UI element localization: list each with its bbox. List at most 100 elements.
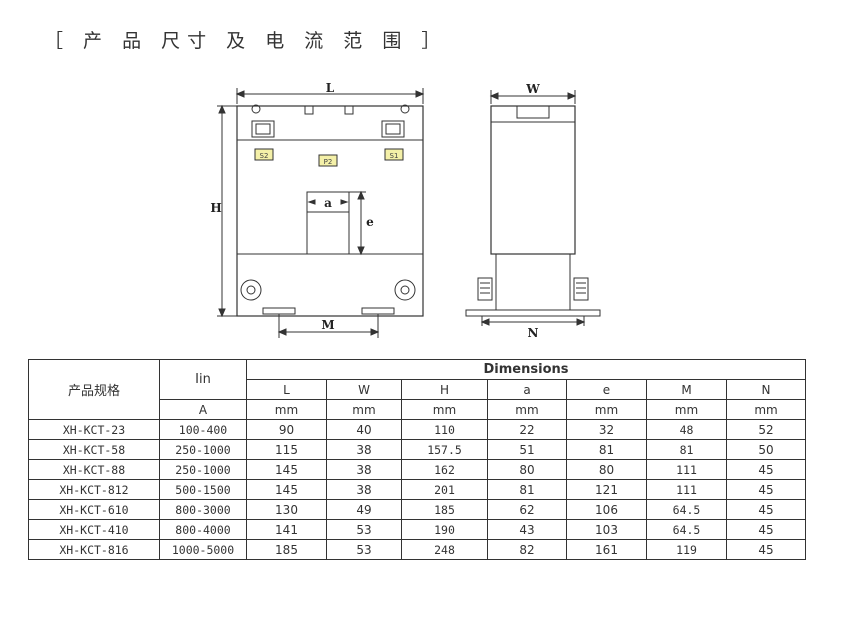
- cell-current: 250-1000: [159, 459, 247, 480]
- unit-e: mm: [566, 399, 647, 420]
- cell-a: 80: [487, 459, 567, 480]
- cell-a: 81: [487, 479, 567, 500]
- unit-n: mm: [725, 399, 807, 420]
- w-label: W: [525, 82, 540, 96]
- cell-h: 248: [401, 539, 488, 560]
- cell-n: 45: [725, 519, 807, 540]
- cell-current: 500-1500: [159, 479, 247, 500]
- spec-table: 产品规格 Iin Dimensions L W H a e M N A mm m…: [28, 359, 807, 560]
- cell-n: 52: [725, 419, 807, 440]
- cell-l: 130: [246, 499, 327, 520]
- l-label: L: [326, 81, 335, 95]
- window-aperture: [306, 191, 350, 255]
- cell-l: 145: [246, 459, 327, 480]
- n-label: N: [528, 326, 539, 340]
- tag-s1: S1: [390, 152, 399, 160]
- cell-w: 49: [326, 499, 402, 520]
- unit-l: mm: [246, 399, 327, 420]
- cell-h: 162: [401, 459, 488, 480]
- cell-a: 22: [487, 419, 567, 440]
- cell-h: 110: [401, 419, 488, 440]
- col-header-h: H: [401, 379, 488, 400]
- cell-n: 45: [725, 479, 807, 500]
- cell-m: 64.5: [646, 499, 727, 520]
- col-header-m: M: [646, 379, 727, 400]
- cell-e: 103: [566, 519, 647, 540]
- cell-current: 100-400: [159, 419, 247, 440]
- iin-header: Iin: [159, 359, 247, 400]
- front-body: [236, 105, 424, 317]
- cell-n: 45: [725, 499, 807, 520]
- cell-a: 62: [487, 499, 567, 520]
- cell-h: 201: [401, 479, 488, 500]
- cell-l: 90: [246, 419, 327, 440]
- cell-w: 40: [326, 419, 402, 440]
- cell-h: 190: [401, 519, 488, 540]
- cell-model: XH-KCT-812: [28, 479, 160, 500]
- cell-a: 43: [487, 519, 567, 540]
- unit-h: mm: [401, 399, 488, 420]
- cell-current: 1000-5000: [159, 539, 247, 560]
- tag-p2: P2: [324, 158, 333, 166]
- cell-a: 51: [487, 439, 567, 460]
- cell-e: 32: [566, 419, 647, 440]
- front-view: [217, 88, 425, 338]
- cell-model: XH-KCT-610: [28, 499, 160, 520]
- e-label: e: [366, 215, 374, 229]
- unit-m: mm: [646, 399, 727, 420]
- header-row-1: 产品规格 Iin Dimensions: [28, 359, 807, 420]
- cell-e: 121: [566, 479, 647, 500]
- cell-e: 80: [566, 459, 647, 480]
- col-header-a: a: [487, 379, 567, 400]
- cell-model: XH-KCT-88: [28, 459, 160, 480]
- cell-current: 800-3000: [159, 499, 247, 520]
- iin-unit: A: [159, 399, 247, 420]
- side-body: [490, 105, 576, 255]
- cell-w: 38: [326, 459, 402, 480]
- cell-model: XH-KCT-816: [28, 539, 160, 560]
- unit-a: mm: [487, 399, 567, 420]
- cell-current: 800-4000: [159, 519, 247, 540]
- page-title: ［ 产 品 尺寸 及 电 流 范 围 ］: [44, 30, 448, 52]
- cell-current: 250-1000: [159, 439, 247, 460]
- cell-w: 53: [326, 539, 402, 560]
- dimensions-header: Dimensions: [245, 359, 807, 380]
- cell-w: 53: [326, 519, 402, 540]
- col-header-l: L: [246, 379, 327, 400]
- cell-h: 185: [401, 499, 488, 520]
- cell-m: 119: [646, 539, 727, 560]
- cell-m: 111: [646, 459, 727, 480]
- col-header-w: W: [326, 379, 402, 400]
- cell-n: 45: [725, 459, 807, 480]
- cell-m: 81: [646, 439, 727, 460]
- cell-m: 48: [646, 419, 727, 440]
- cell-l: 115: [246, 439, 327, 460]
- cell-model: XH-KCT-58: [28, 439, 160, 460]
- a-label: a: [324, 196, 332, 210]
- col-header-n: N: [725, 379, 807, 400]
- m-label: M: [321, 318, 334, 332]
- cell-w: 38: [326, 479, 402, 500]
- cell-e: 106: [566, 499, 647, 520]
- cell-n: 45: [725, 539, 807, 560]
- tag-s2: S2: [260, 152, 269, 160]
- cell-n: 50: [725, 439, 807, 460]
- cell-model: XH-KCT-410: [28, 519, 160, 540]
- side-view: [465, 90, 601, 326]
- cell-h: 157.5: [401, 439, 488, 460]
- cell-a: 82: [487, 539, 567, 560]
- unit-w: mm: [326, 399, 402, 420]
- cell-m: 64.5: [646, 519, 727, 540]
- cell-e: 81: [566, 439, 647, 460]
- col-header-e: e: [566, 379, 647, 400]
- cell-m: 111: [646, 479, 727, 500]
- cell-l: 185: [246, 539, 327, 560]
- dimension-drawing: L H a e M S2 P2 S1 W N: [210, 81, 601, 340]
- h-label: H: [210, 201, 221, 215]
